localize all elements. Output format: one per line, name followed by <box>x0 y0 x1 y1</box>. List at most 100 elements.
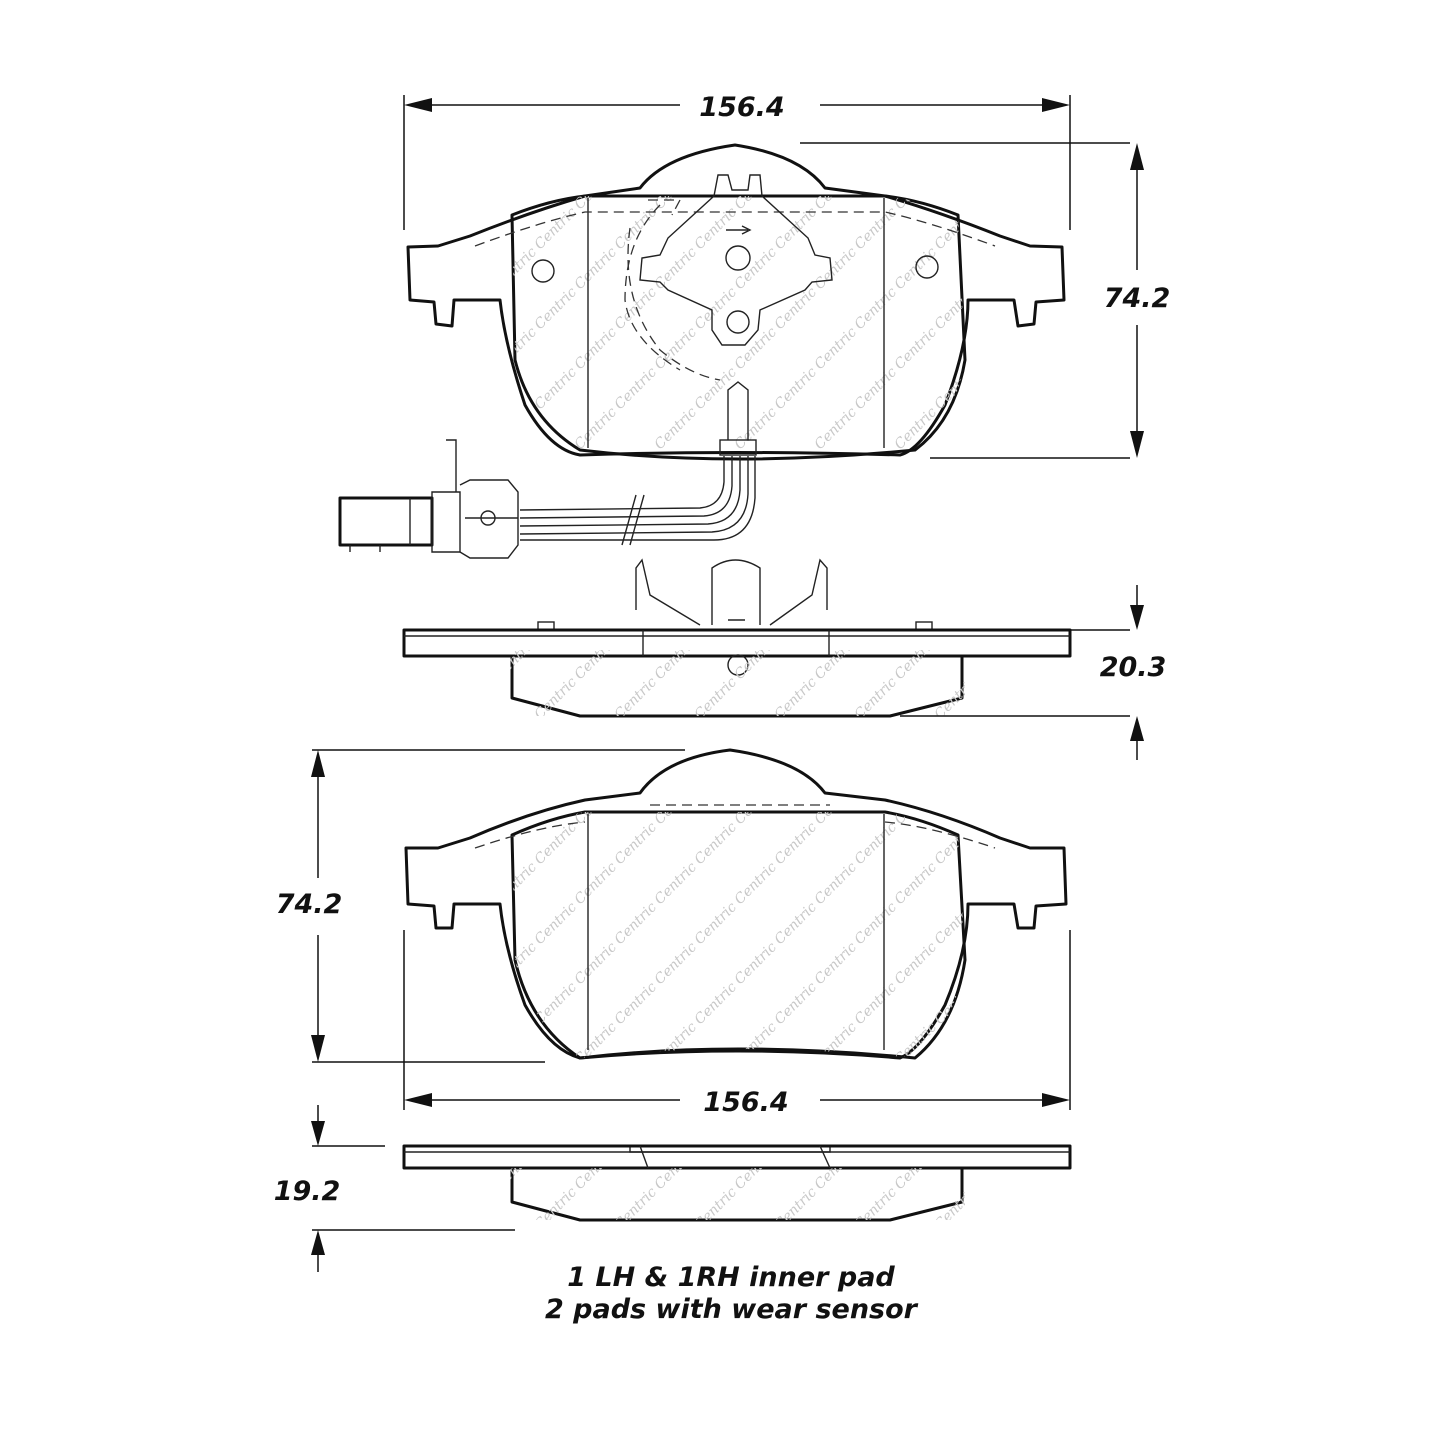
watermark-text: Centric <box>532 284 581 333</box>
watermark-text: Centric <box>972 779 1021 828</box>
top-height-label: 74.2 <box>1104 283 1171 314</box>
left-lug-hole <box>531 259 555 283</box>
watermark-text: Centric <box>532 364 581 413</box>
watermark-text: Centric <box>812 324 861 373</box>
watermark-text: Centric <box>812 634 861 683</box>
watermark-text: Centric <box>692 979 741 1028</box>
watermark-text: Centric <box>652 939 701 988</box>
watermark-text: Centric <box>812 244 861 293</box>
note-line-1: 1 LH & 1RH inner pad <box>567 1262 895 1293</box>
watermark-text: Centric <box>732 779 781 828</box>
watermark-text: Centric <box>772 899 821 948</box>
watermark-text: Centric <box>932 204 981 253</box>
watermark-text: Centric <box>932 979 981 1028</box>
top-spring-clip <box>639 174 833 346</box>
bottom-height-label: 74.2 <box>276 889 343 920</box>
top-edge-backing-plate <box>402 628 1072 658</box>
top-thickness-label: 20.3 <box>1100 652 1167 683</box>
bottom-friction-material <box>510 810 967 1060</box>
watermark-text: Centric <box>572 634 621 683</box>
watermark-text: Centric <box>692 899 741 948</box>
watermark-text: Centric <box>852 1184 901 1233</box>
watermark-text: Centric <box>652 859 701 908</box>
wear-sensor <box>338 439 756 559</box>
watermark-text: Centric <box>492 859 541 908</box>
top-friction-material <box>510 194 967 461</box>
watermark-text: Centric <box>812 404 861 453</box>
watermark-text: Centric <box>692 1184 741 1233</box>
watermark-text: Centric <box>612 979 661 1028</box>
watermark-text: Centric <box>612 284 661 333</box>
watermark-text: Centric <box>852 284 901 333</box>
watermark-text: Centric <box>732 244 781 293</box>
watermark-text: Centric <box>892 939 941 988</box>
watermark-text: Centric <box>652 1019 701 1068</box>
watermark-text: Centric <box>972 324 1021 373</box>
watermark-text: Centric <box>652 324 701 373</box>
watermark-text: Centric <box>852 979 901 1028</box>
watermark-text: Centric <box>652 244 701 293</box>
watermark-text: Centric <box>492 1019 541 1068</box>
watermark-text: Centric <box>492 634 541 683</box>
watermark-text: Centric <box>772 1184 821 1233</box>
top-edge-friction <box>510 656 964 718</box>
watermark-text: Centric <box>972 634 1021 683</box>
note-line-2: 2 pads with wear sensor <box>545 1294 919 1325</box>
watermark-text: Centric <box>732 939 781 988</box>
watermark-text: Centric <box>692 819 741 868</box>
watermark-text: Centric <box>732 1019 781 1068</box>
bottom-edge-friction <box>510 1168 964 1222</box>
right-lug-hole <box>915 255 939 279</box>
bottom-backing-plate <box>404 748 1068 1060</box>
watermark-text: Centric <box>692 364 741 413</box>
watermark-text: Centric <box>852 899 901 948</box>
watermark-text: Centric <box>692 284 741 333</box>
watermark-text: Centric <box>492 404 541 453</box>
watermark-text: Centric <box>572 859 621 908</box>
watermark-text: Centric <box>812 1019 861 1068</box>
watermark-text: Centric <box>732 634 781 683</box>
watermark-text: Centric <box>932 899 981 948</box>
watermark-text: Centric <box>652 404 701 453</box>
watermark-text: Centric <box>972 859 1021 908</box>
watermark-text: Centric <box>972 939 1021 988</box>
watermark-text: Centric <box>572 404 621 453</box>
watermark-text: Centric <box>572 939 621 988</box>
watermark-text: Centric <box>612 819 661 868</box>
bottom-width-label: 156.4 <box>703 1087 788 1118</box>
bottom-edge-backing-plate <box>402 1144 1072 1170</box>
watermark-text: Centric <box>532 979 581 1028</box>
watermark-text: Centric <box>892 324 941 373</box>
watermark-text: Centric <box>972 1019 1021 1068</box>
watermark-text: Centric <box>532 899 581 948</box>
watermark-text: Centric <box>812 859 861 908</box>
watermark-text: Centric <box>572 1019 621 1068</box>
watermark-text: Centric <box>772 364 821 413</box>
watermark-text: Centric <box>772 284 821 333</box>
dimension-lines <box>311 95 1144 1272</box>
watermark-text: Centric <box>892 859 941 908</box>
watermark-text: Centric <box>972 244 1021 293</box>
watermark-text: Centric <box>852 364 901 413</box>
watermark-text: Centric <box>492 164 541 213</box>
watermark-text: Centric <box>932 284 981 333</box>
watermark-text: Centric <box>652 779 701 828</box>
watermark-text: Centric <box>572 164 621 213</box>
top-backing-plate <box>406 143 1066 457</box>
watermark-text: Centric <box>852 819 901 868</box>
watermark-text: Centric <box>812 939 861 988</box>
top-width-label: 156.4 <box>699 92 784 123</box>
watermark-text: Centric <box>972 404 1021 453</box>
watermark-text: Centric <box>572 324 621 373</box>
watermark-text: Centric <box>612 1184 661 1233</box>
watermark-text: Centric <box>732 859 781 908</box>
watermark-text: Centric <box>612 364 661 413</box>
watermark-text: Centric <box>612 899 661 948</box>
watermark-text: Centric <box>772 979 821 1028</box>
